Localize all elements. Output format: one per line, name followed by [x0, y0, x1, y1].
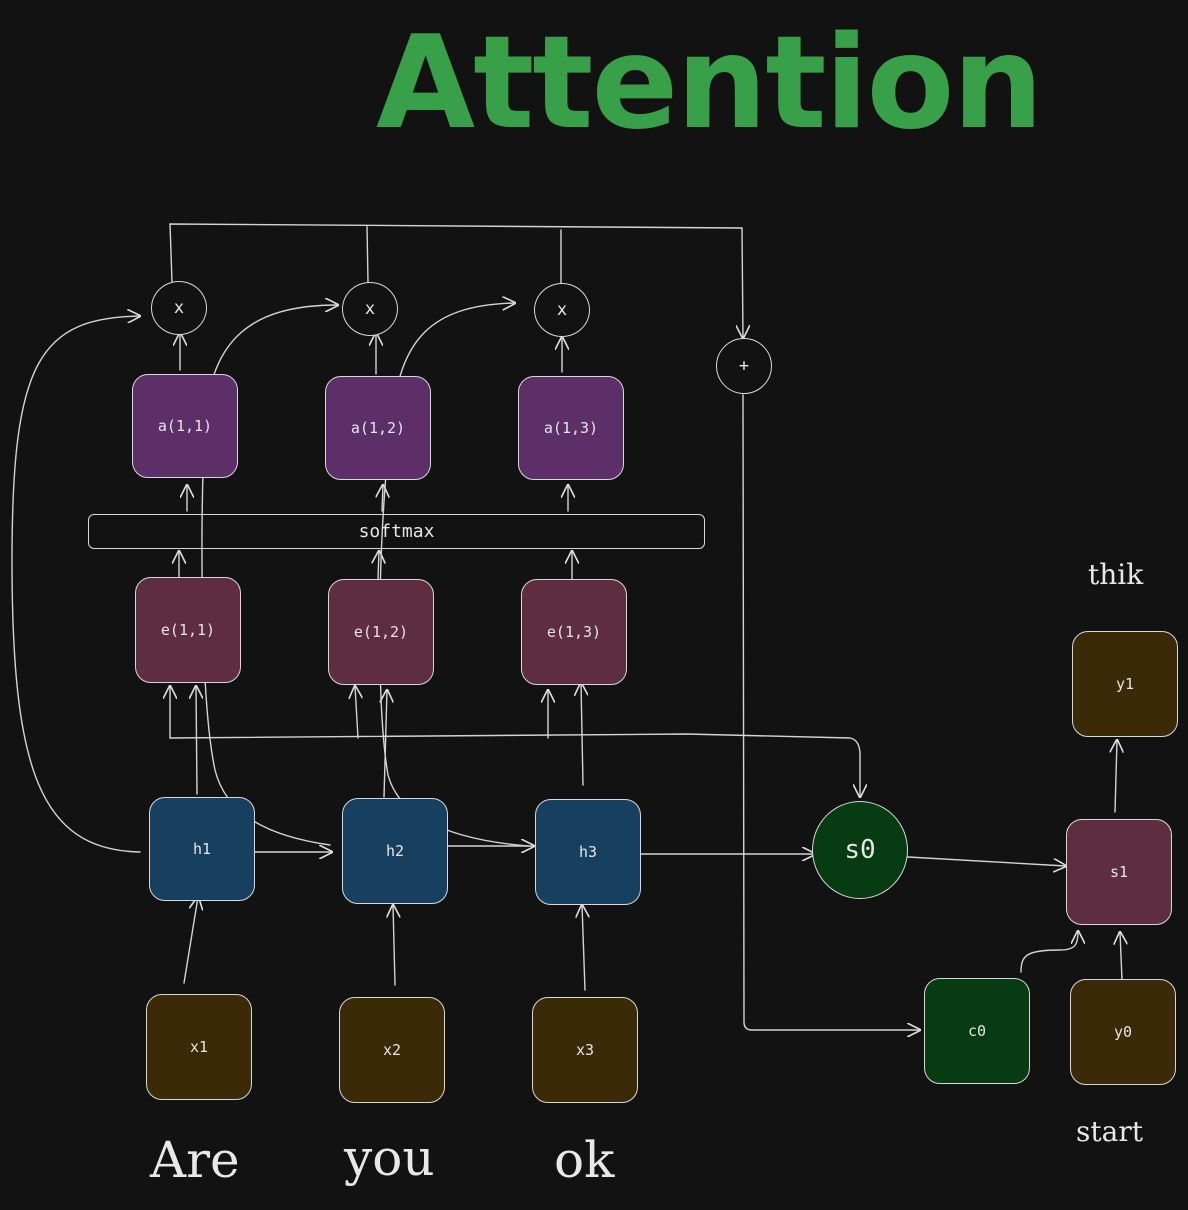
hidden-node-3: h3: [535, 799, 641, 905]
bus-mul-to-sum: [169, 223, 743, 284]
arrow-bus-sum: [742, 227, 743, 338]
arrow-sum-c0: [742, 394, 920, 1030]
energy-node-3: e(1,3): [521, 579, 627, 685]
decoder-state-s0: s0: [812, 801, 908, 899]
word-output: thik: [1088, 558, 1144, 591]
input-node-3: x3: [532, 997, 638, 1103]
arrow-h1-e11: [196, 686, 197, 795]
diagram-title: Attention: [376, 9, 1043, 158]
energy-node-1: e(1,1): [135, 577, 241, 683]
arrow-x3-h3: [582, 905, 585, 991]
arrow-x2-h2: [393, 905, 395, 986]
energy-node-2: e(1,2): [328, 579, 434, 685]
word-start: start: [1076, 1115, 1143, 1148]
word-you: you: [344, 1129, 435, 1187]
hidden-node-1: h1: [149, 797, 255, 901]
multiply-node-2: x: [342, 282, 398, 336]
word-are: Are: [150, 1131, 240, 1189]
arrow-x1-h1: [183, 897, 198, 984]
arrow-feed-e12: [355, 686, 358, 739]
arrow-y0-s1: [1120, 932, 1122, 981]
arrow-c0-s1: [1020, 931, 1078, 973]
word-ok: ok: [554, 1131, 615, 1189]
output-node-y1: y1: [1072, 631, 1178, 737]
decoder-state-s1: s1: [1066, 819, 1172, 925]
arrow-h2-e12: [384, 690, 387, 798]
arrow-e12-softmax: [378, 551, 379, 580]
attention-node-1: a(1,1): [132, 374, 238, 478]
softmax-bar: softmax: [88, 514, 705, 549]
arrow-softmax-a12: [382, 485, 383, 512]
softmax-label: softmax: [358, 521, 435, 542]
output-prev-y0: y0: [1070, 979, 1176, 1085]
arrow-s0-feedback: [169, 733, 860, 797]
arrow-s0-s1: [907, 856, 1066, 866]
context-node-c0: c0: [924, 978, 1030, 1084]
sum-node: +: [716, 338, 772, 394]
arrow-s1-y1: [1115, 740, 1117, 813]
attention-node-3: a(1,3): [518, 376, 624, 480]
attention-node-2: a(1,2): [325, 376, 431, 480]
input-node-2: x2: [339, 997, 445, 1103]
input-node-1: x1: [146, 994, 252, 1100]
multiply-node-1: x: [151, 281, 207, 335]
arrow-h3-e13: [581, 683, 583, 786]
arrow-h1-mul1: [11, 316, 140, 853]
multiply-node-3: x: [534, 283, 590, 337]
hidden-node-2: h2: [342, 798, 448, 904]
